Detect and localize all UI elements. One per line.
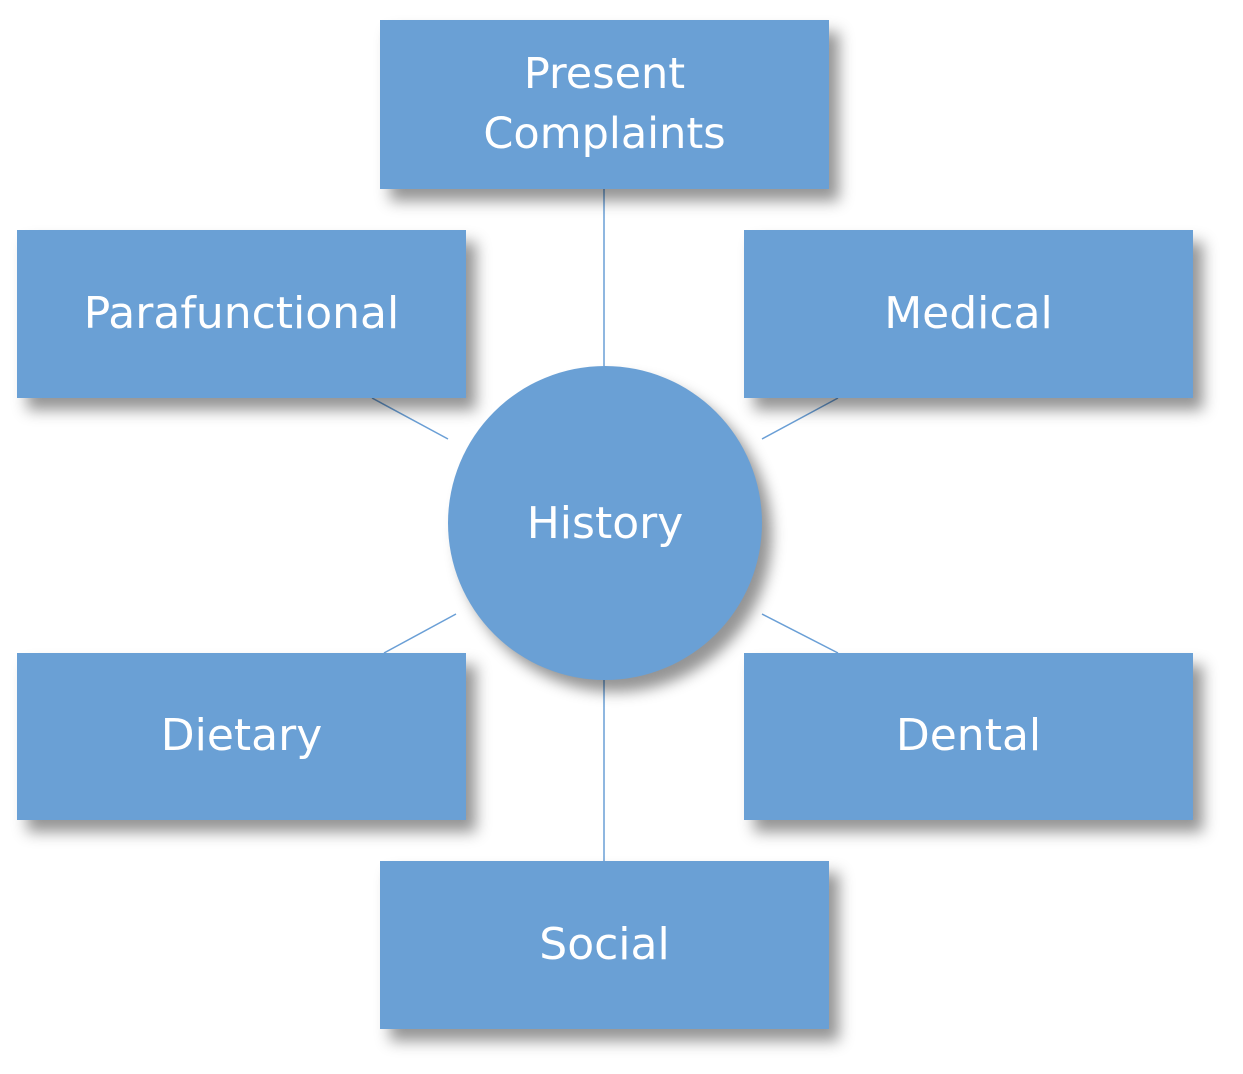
node-parafunctional-label: Parafunctional: [83, 287, 400, 339]
node-present-complaints: Present Complaints: [380, 20, 829, 189]
node-parafunctional: Parafunctional: [17, 230, 466, 398]
node-social: Social: [380, 861, 829, 1029]
connector-medical: [761, 397, 839, 440]
node-dietary: Dietary: [17, 653, 466, 820]
node-dental-label: Dental: [895, 710, 1042, 762]
node-medical: Medical: [744, 230, 1193, 398]
center-node-history: History: [448, 366, 762, 680]
connector-dental: [761, 613, 839, 654]
node-dietary-label: Dietary: [160, 710, 323, 762]
connector-parafunctional: [371, 397, 449, 440]
node-dental: Dental: [744, 653, 1193, 820]
node-present-complaints-label: Present Complaints: [483, 49, 726, 159]
center-node-label: History: [526, 497, 684, 549]
connector-dietary: [383, 613, 457, 654]
node-social-label: Social: [539, 918, 670, 970]
node-medical-label: Medical: [884, 287, 1053, 339]
